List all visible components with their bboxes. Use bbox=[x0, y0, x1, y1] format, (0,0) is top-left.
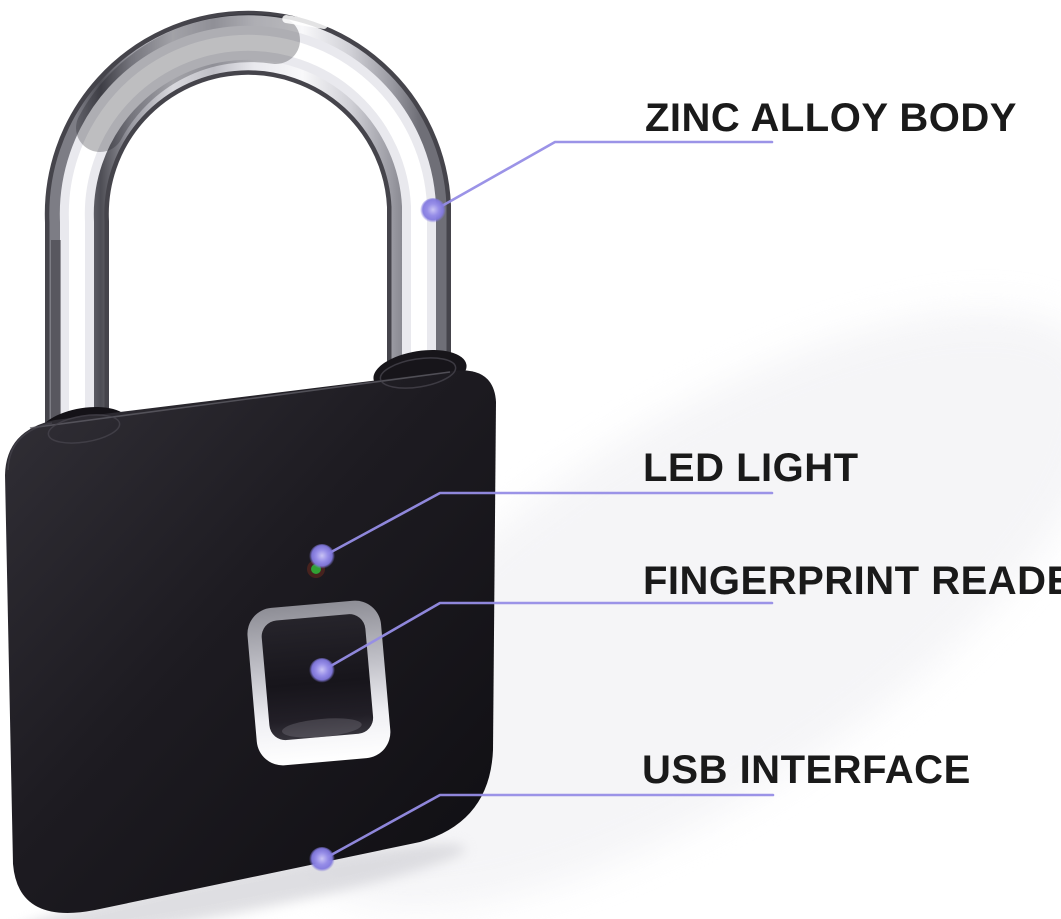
label-usb-interface: USB INTERFACE bbox=[642, 748, 971, 792]
callout-line-fingerprint-reader bbox=[320, 601, 774, 673]
body-top-highlight bbox=[29, 371, 451, 429]
label-led-light: LED LIGHT bbox=[643, 446, 859, 490]
shackle-glint bbox=[282, 15, 328, 29]
fingerprint-reader-frame bbox=[247, 600, 391, 766]
shackle bbox=[56, 14, 419, 436]
callout-line-led-light bbox=[320, 491, 774, 559]
callout-dot-fingerprint-reader bbox=[309, 658, 335, 684]
fingerprint-window-glow bbox=[281, 718, 362, 738]
label-zinc-alloy-body: ZINC ALLOY BODY bbox=[645, 96, 1017, 140]
shackle-reflection bbox=[76, 14, 300, 152]
shackle-collar-right bbox=[379, 357, 457, 389]
callout-line-usb-interface bbox=[320, 793, 775, 862]
background-sheen bbox=[293, 310, 1061, 910]
callout-dot-zinc-alloy-body bbox=[420, 198, 446, 224]
body-corner-highlight bbox=[7, 422, 53, 471]
callout-line-zinc-alloy-body bbox=[431, 140, 774, 213]
shackle-collar-left bbox=[47, 414, 121, 444]
callout-dot-usb-interface bbox=[309, 847, 335, 873]
label-fingerprint-reader: FINGERPRINT READER bbox=[643, 559, 1061, 603]
callouts bbox=[309, 140, 775, 873]
callout-dot-led-light bbox=[309, 544, 335, 570]
lock-shadow bbox=[4, 844, 466, 919]
